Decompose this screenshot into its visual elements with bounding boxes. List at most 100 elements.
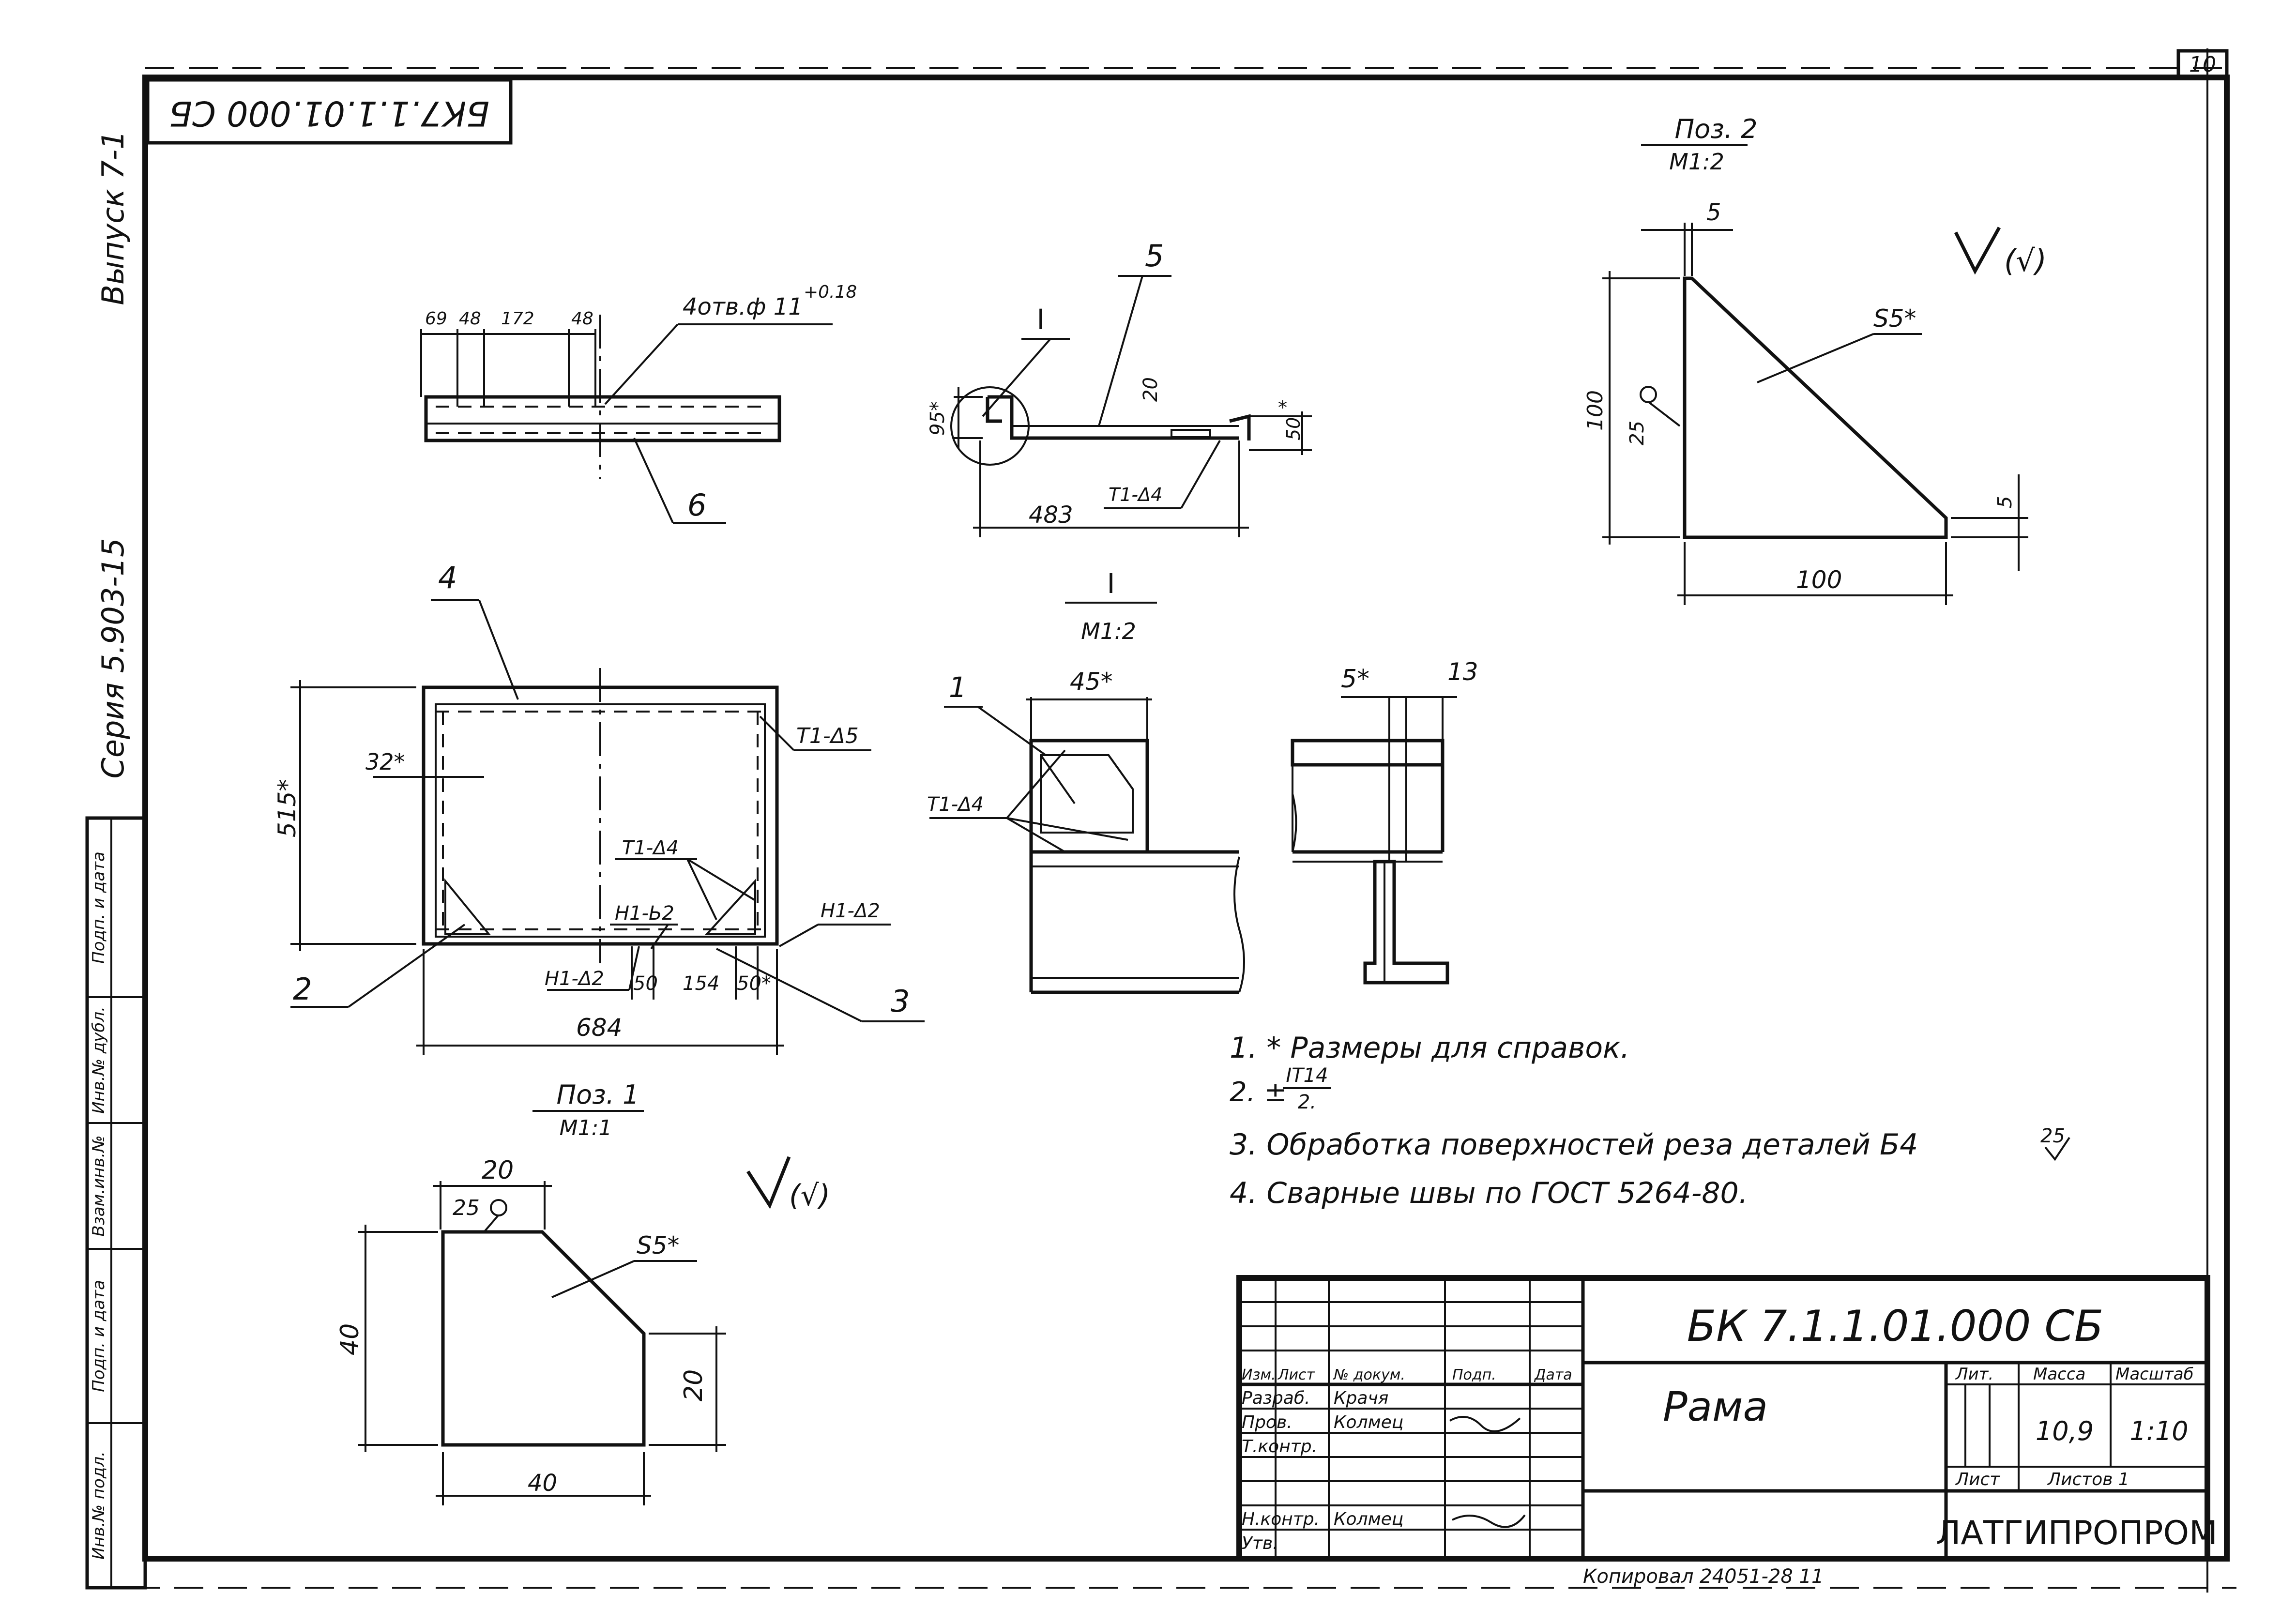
pos2-roughness: (√) xyxy=(2004,243,2047,278)
note-3-roughness-icon xyxy=(2044,1137,2070,1161)
note-3-roughness: 25 xyxy=(2040,1125,2065,1147)
note-1: 1. * Размеры для справок. xyxy=(1230,1031,1629,1065)
dim-48a: 48 xyxy=(459,309,481,329)
tb-header-data: Дата xyxy=(1534,1366,1572,1383)
plan-leader-2: 2 xyxy=(293,971,312,1007)
side-dim-5: 5* xyxy=(1341,665,1369,694)
tb-mass: 10,9 xyxy=(2036,1416,2094,1446)
dim-50: 50 xyxy=(1283,417,1304,440)
notes: 1. * Размеры для справок. 2. ± IT14 2. 3… xyxy=(1230,1031,2070,1210)
detail-I-weld: Т1-Δ4 xyxy=(927,793,984,816)
footer-copy: Копировал 24051-28 11 xyxy=(1583,1565,1824,1588)
tb-sheets-label: Листов 1 xyxy=(2047,1470,2129,1489)
pos1-thickness: S5* xyxy=(637,1231,680,1260)
dim-20: 20 xyxy=(1140,377,1162,402)
plan-dim-515: 515* xyxy=(273,779,301,837)
tb-person-razrab: Крачя xyxy=(1334,1388,1388,1408)
pos2-title: Поз. 2 xyxy=(1674,114,1757,144)
stamp-inv-podl: Инв.№ подл. xyxy=(89,1451,108,1560)
rotated-code-box: БК7.1.1.01.000 СБ xyxy=(146,78,513,145)
detail-I-title: I xyxy=(1107,568,1115,600)
signature-nkontr xyxy=(1452,1514,1526,1528)
tb-scale: 1:10 xyxy=(2129,1416,2188,1446)
pos1-dim-40: 40 xyxy=(335,1323,365,1355)
dim-172: 172 xyxy=(501,309,534,329)
pos1-roughness: (√) xyxy=(789,1179,830,1213)
pos1-dim-20r: 20 xyxy=(679,1369,708,1401)
tb-role-prov: Пров. xyxy=(1242,1412,1293,1432)
title-block: Изм. Лист № докум. Подп. Дата Разраб. Кр… xyxy=(1236,1275,2218,1562)
series-label: Серия 5.903-15 xyxy=(95,538,131,779)
signature-prov xyxy=(1449,1416,1521,1432)
plan-dim-50a: 50 xyxy=(633,972,658,995)
tb-header-podp: Подп. xyxy=(1452,1366,1496,1383)
note-2-den: 2. xyxy=(1298,1091,1316,1113)
detail-I-leader-1: 1 xyxy=(949,671,967,704)
tb-header-doc: № докум. xyxy=(1333,1366,1405,1383)
plan-weld-h1b2: Н1-Ь2 xyxy=(615,902,674,925)
plan-weld-h1d2-right: Н1-Δ2 xyxy=(821,900,880,922)
issue-label: Выпуск 7-1 xyxy=(95,130,131,305)
dim-69: 69 xyxy=(425,309,447,329)
note-2-num: IT14 xyxy=(1286,1064,1328,1087)
side-labels: Выпуск 7-1 Серия 5.903-15 xyxy=(95,130,131,778)
tb-scale-label: Масштаб xyxy=(2115,1365,2194,1384)
tb-sheet-label: Лист xyxy=(1955,1470,2000,1489)
callout-I: I xyxy=(1036,303,1045,336)
stamp-podp-data-2: Подп. и дата xyxy=(89,851,108,964)
pos2-dim-5: 5 xyxy=(1706,199,1721,226)
dim-95: 95* xyxy=(927,401,949,436)
sheet-number: 10 xyxy=(2189,52,2216,77)
pos2-roughness-icon xyxy=(1954,227,2001,275)
tb-person-prov: Колмец xyxy=(1334,1412,1403,1432)
pos1-dim-40b: 40 xyxy=(528,1470,557,1497)
pos2-thickness: S5* xyxy=(1873,304,1916,333)
pos2-dim-100v: 100 xyxy=(1583,390,1608,431)
stamp-podp-data-1: Подп. и дата xyxy=(89,1280,108,1392)
tb-role-razrab: Разраб. xyxy=(1242,1388,1310,1408)
dim-star: * xyxy=(1278,397,1287,418)
pos1-scale: М1:1 xyxy=(560,1116,612,1140)
view-top-elevation: 69 48 172 48 4отв.ф 11 +0.18 6 xyxy=(420,282,857,524)
leader-5: 5 xyxy=(1145,238,1164,273)
pos2-dim-25: 25 xyxy=(1626,421,1648,445)
plan-dim-50b: 50* xyxy=(737,972,771,995)
plan-weld-t1d5: Т1-Δ5 xyxy=(796,724,859,748)
stamp-inv-dubl: Инв.№ дубл. xyxy=(89,1006,108,1114)
plan-leader-3: 3 xyxy=(891,984,910,1019)
tb-header-list: Лист xyxy=(1277,1366,1316,1383)
stamp-column: Инв.№ подл. Подп. и дата Взам.инв.№ Инв.… xyxy=(85,816,147,1590)
pos2-dim-100h: 100 xyxy=(1796,566,1842,594)
side-dim-13: 13 xyxy=(1447,658,1478,686)
stamp-vzam-inv: Взам.инв.№ xyxy=(89,1135,108,1236)
pos1-title: Поз. 1 xyxy=(556,1079,639,1110)
view-plan: 4 32* 515* Т1-Δ5 Т1-Δ4 Н1-Ь2 Н1-Δ2 Н1-Δ2… xyxy=(273,560,925,1055)
rotated-code: БК7.1.1.01.000 СБ xyxy=(169,93,489,133)
note-4: 4. Сварные швы по ГОСТ 5264-80. xyxy=(1230,1176,1748,1210)
pos1-dim-20: 20 xyxy=(482,1156,514,1185)
detail-I-scale: М1:2 xyxy=(1081,618,1136,644)
view-section: I 5 20 95* 50 * 483 Т1-Δ4 xyxy=(927,238,1312,537)
pos2-scale: М1:2 xyxy=(1669,149,1724,175)
plan-weld-h1d2-left: Н1-Δ2 xyxy=(545,968,604,990)
sheet-number-box: 10 xyxy=(2176,49,2229,79)
holes-label: 4отв.ф 11 xyxy=(683,293,803,320)
pos2-part: Поз. 2 М1:2 5 100 25 5 100 S5* (√) xyxy=(1583,114,2047,605)
tb-person-nkontr: Колмец xyxy=(1334,1509,1403,1529)
pos1-roughness-icon xyxy=(746,1156,791,1209)
detail-I: I М1:2 45* 1 Т1-Δ4 xyxy=(927,568,1245,994)
plan-dim-684: 684 xyxy=(576,1014,622,1042)
tb-mass-label: Масса xyxy=(2033,1365,2085,1384)
pos2-dim-5r: 5 xyxy=(1994,496,2016,508)
leader-6: 6 xyxy=(687,487,706,523)
note-2: 2. ± xyxy=(1230,1077,1287,1108)
tb-org: ЛАТГИПРОПРОМ xyxy=(1936,1514,2218,1552)
note-3: 3. Обработка поверхностей реза деталей Б… xyxy=(1230,1128,1918,1162)
pos1-part: Поз. 1 М1:1 20 25 40 20 40 S5* (√) xyxy=(335,1079,830,1505)
tb-role-nkontr: Н.контр. xyxy=(1242,1509,1320,1529)
pos1-dim-25: 25 xyxy=(453,1196,480,1220)
tb-name: Рама xyxy=(1663,1383,1768,1430)
weld-t1d4-section: Т1-Δ4 xyxy=(1109,484,1162,505)
detail-side: 5* 13 xyxy=(1291,658,1478,985)
